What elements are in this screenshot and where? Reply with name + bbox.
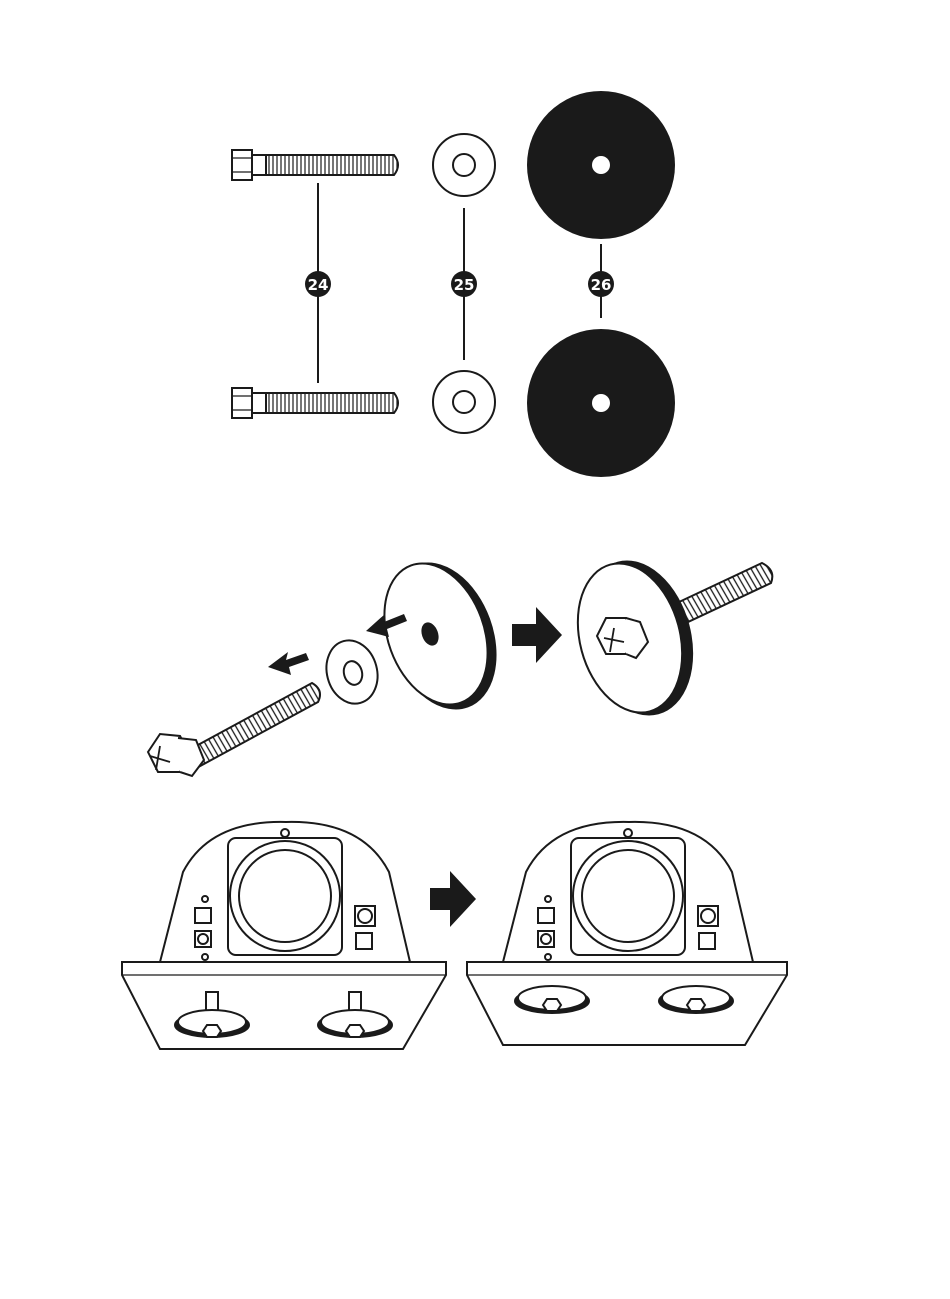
part-number-26: 26 [591, 276, 612, 294]
hex-bolt-icon [232, 388, 398, 418]
arrow-left-icon [268, 652, 309, 675]
rubber-pad-icon [527, 91, 675, 239]
hex-bolt-icon [148, 734, 204, 776]
flat-washer-icon [320, 635, 385, 710]
part-badge-26: 26 [588, 271, 614, 297]
bolt-shaft [185, 683, 320, 771]
exploded-assembly [148, 548, 772, 776]
flat-washer-icon [433, 134, 495, 196]
part-number-24: 24 [308, 276, 329, 294]
cabinet-after [467, 822, 787, 1045]
speaker-cabinet-icon [122, 822, 446, 1049]
part-badge-25: 25 [451, 271, 477, 297]
flat-washer-icon [433, 371, 495, 433]
speaker-cabinet-icon [467, 822, 787, 1045]
arrow-right-icon [512, 607, 562, 663]
part-badge-24: 24 [305, 271, 331, 297]
assembled-foot [562, 549, 772, 727]
cabinet-before [122, 822, 446, 1049]
hex-bolt-icon [232, 150, 398, 180]
arrow-right-icon [430, 871, 476, 927]
part-number-25: 25 [454, 276, 475, 294]
rubber-pad-icon [527, 329, 675, 477]
